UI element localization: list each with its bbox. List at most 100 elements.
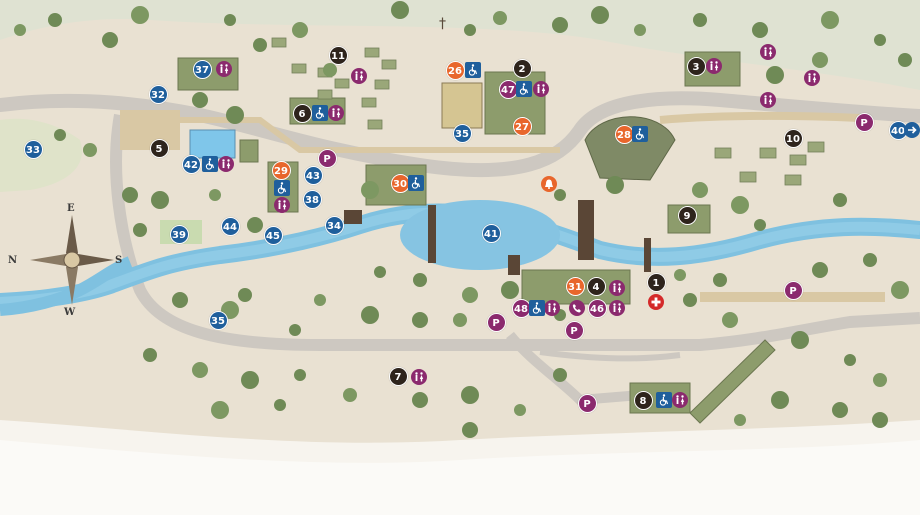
marker-9[interactable]: 9: [677, 205, 697, 225]
wheelchair-icon: [632, 126, 648, 142]
marker-26[interactable]: 26: [445, 60, 465, 80]
tree: [713, 273, 727, 287]
marker-3[interactable]: 3: [686, 56, 706, 76]
compass-south-label: S: [115, 255, 123, 266]
tree: [832, 402, 848, 418]
tree: [692, 182, 708, 198]
wheelchair-icon: [529, 300, 545, 316]
tree: [606, 176, 624, 194]
tree: [766, 66, 784, 84]
marker-27[interactable]: 27: [512, 116, 532, 136]
tree: [54, 129, 66, 141]
marker-34[interactable]: 34: [324, 215, 344, 235]
marker-33[interactable]: 33: [23, 139, 43, 159]
marker-31[interactable]: 31: [565, 276, 585, 296]
restroom-icon: [760, 44, 776, 60]
marker-38[interactable]: 38: [302, 189, 322, 209]
marker-45[interactable]: 45: [263, 225, 283, 245]
tree: [833, 193, 847, 207]
restroom-icon: [706, 58, 722, 74]
parking-marker-2[interactable]: P: [854, 112, 874, 132]
marker-7[interactable]: 7: [388, 366, 408, 386]
tree: [734, 414, 746, 426]
marker-1[interactable]: 1: [646, 272, 666, 292]
tree: [554, 189, 566, 201]
marker-48[interactable]: 48: [511, 298, 531, 318]
marker-2[interactable]: 2: [512, 58, 532, 78]
tree: [812, 262, 828, 278]
restroom-icon: [804, 70, 820, 86]
parking-marker-4[interactable]: P: [486, 312, 506, 332]
tree: [314, 294, 326, 306]
marker-43[interactable]: 43: [303, 165, 323, 185]
tree: [501, 281, 519, 299]
parking-marker-6[interactable]: P: [577, 393, 597, 413]
tree: [374, 266, 386, 278]
parking-marker-5[interactable]: P: [564, 320, 584, 340]
tree: [209, 189, 221, 201]
tree: [292, 22, 308, 38]
marker-39[interactable]: 39: [169, 224, 189, 244]
tree: [462, 287, 478, 303]
restroom-icon: [609, 280, 625, 296]
tree: [891, 281, 909, 299]
tree: [514, 404, 526, 416]
tree: [247, 217, 263, 233]
compass: E N S W: [8, 203, 123, 318]
restroom-icon: [274, 197, 290, 213]
tree: [133, 223, 147, 237]
tree: [874, 34, 886, 46]
tree: [863, 253, 877, 267]
tree: [552, 17, 568, 33]
tree: [754, 219, 766, 231]
marker-41[interactable]: 41: [481, 223, 501, 243]
marker-44[interactable]: 44: [220, 216, 240, 236]
parking-marker-3[interactable]: P: [783, 280, 803, 300]
tree: [752, 22, 768, 38]
marker-11[interactable]: 11: [328, 45, 348, 65]
restroom-icon: [351, 68, 367, 84]
bell-icon: [541, 176, 557, 192]
marker-35-south[interactable]: 35: [208, 310, 228, 330]
marker-5[interactable]: 5: [149, 138, 169, 158]
marker-10[interactable]: 10: [783, 128, 803, 148]
tree: [873, 373, 887, 387]
tree: [224, 14, 236, 26]
tree: [14, 24, 26, 36]
tree: [241, 371, 259, 389]
tree: [238, 288, 252, 302]
restroom-icon: [672, 392, 688, 408]
marker-35-north[interactable]: 35: [452, 123, 472, 143]
marker-29[interactable]: 29: [271, 160, 291, 180]
marker-47[interactable]: 47: [498, 79, 518, 99]
tree: [343, 388, 357, 402]
restroom-icon: [533, 81, 549, 97]
tree: [683, 293, 697, 307]
marker-42[interactable]: 42: [181, 154, 201, 174]
marker-8[interactable]: 8: [633, 390, 653, 410]
marker-4[interactable]: 4: [586, 276, 606, 296]
tree: [253, 38, 267, 52]
marker-46[interactable]: 46: [587, 298, 607, 318]
tree: [151, 191, 169, 209]
marker-28[interactable]: 28: [614, 124, 634, 144]
tree: [461, 386, 479, 404]
marker-30[interactable]: 30: [390, 173, 410, 193]
restroom-icon: [328, 105, 344, 121]
restroom-icon: [609, 300, 625, 316]
wheelchair-icon: [408, 175, 424, 191]
tree: [361, 306, 379, 324]
marker-6[interactable]: 6: [292, 103, 312, 123]
marker-37[interactable]: 37: [192, 59, 212, 79]
compass-rose-icon: [30, 215, 114, 305]
restroom-icon: [218, 156, 234, 172]
parking-marker-1[interactable]: P: [317, 148, 337, 168]
tree: [821, 11, 839, 29]
restroom-icon: [411, 369, 427, 385]
wheelchair-icon: [465, 62, 481, 78]
tree: [844, 354, 856, 366]
tree: [294, 369, 306, 381]
marker-32[interactable]: 32: [148, 84, 168, 104]
tree: [731, 196, 749, 214]
